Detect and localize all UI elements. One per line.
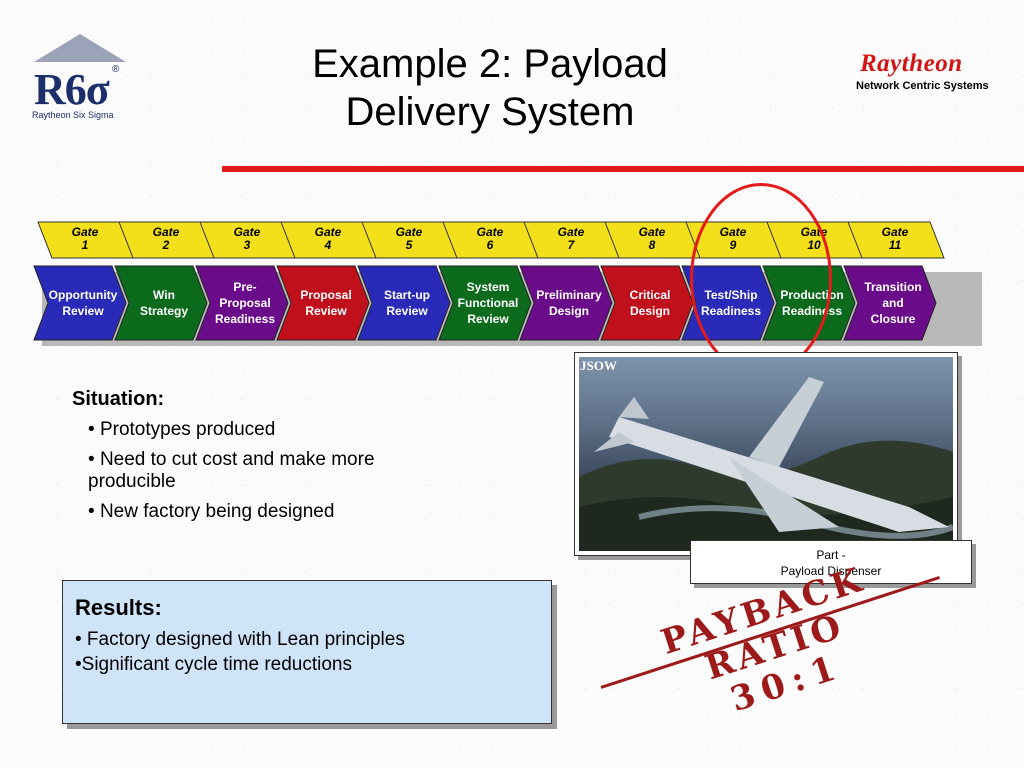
phase-label-line: Win bbox=[153, 288, 175, 302]
gate-number: 6 bbox=[486, 238, 494, 252]
caption-line-2: Payload Dispenser bbox=[780, 564, 882, 578]
phase-label-line: Preliminary bbox=[536, 288, 602, 302]
situation-item: • Prototypes produced bbox=[88, 419, 276, 440]
phase-label-line: Functional bbox=[457, 296, 519, 310]
phase-chevron bbox=[843, 265, 937, 341]
phase-label-line: Start-up bbox=[384, 288, 430, 302]
gate-number: 5 bbox=[405, 238, 413, 252]
gate-number: 1 bbox=[81, 238, 89, 252]
phase-label-line: Proposal bbox=[219, 296, 271, 310]
phase-label-line: Opportunity bbox=[48, 288, 118, 302]
gate-word: Gate bbox=[233, 225, 261, 239]
phase-label-line: Closure bbox=[870, 312, 916, 326]
photo-caption: Part - Payload Dispenser bbox=[690, 540, 972, 584]
phase-label-line: Readiness bbox=[214, 312, 276, 326]
phase-chevron bbox=[276, 265, 370, 341]
gate-number: 2 bbox=[162, 238, 170, 252]
gate-word: Gate bbox=[638, 225, 666, 239]
brand-name: Raytheon bbox=[860, 50, 963, 77]
missile-photo-frame bbox=[574, 352, 958, 556]
phase-chevron bbox=[114, 265, 208, 341]
gate-word: Gate bbox=[71, 225, 99, 239]
phase-label-line: Transition bbox=[864, 280, 922, 294]
results-item: • Factory designed with Lean principles bbox=[75, 629, 405, 650]
situation-heading: Situation: bbox=[72, 388, 165, 410]
gate-word: Gate bbox=[395, 225, 423, 239]
phase-chevron bbox=[357, 265, 451, 341]
phase-chevron bbox=[33, 265, 127, 341]
gate-word: Gate bbox=[314, 225, 342, 239]
phase-label-line: Review bbox=[305, 304, 347, 318]
gate-word: Gate bbox=[152, 225, 180, 239]
phase-label-line: Pre- bbox=[233, 280, 257, 294]
phase-label-line: Design bbox=[629, 304, 670, 318]
gate-number: 11 bbox=[888, 238, 902, 252]
slide-title: Example 2: Payload Delivery System bbox=[230, 40, 750, 136]
gate-number: 8 bbox=[648, 238, 656, 252]
phase-label-line: Review bbox=[386, 304, 428, 318]
gate-chevron bbox=[847, 221, 945, 259]
gate-word: Gate bbox=[881, 225, 909, 239]
situation-item: • New factory being designed bbox=[88, 501, 335, 522]
phase-label-line: System bbox=[466, 280, 510, 294]
gate-word: Gate bbox=[476, 225, 504, 239]
situation-section: Situation: • Prototypes produced • Need … bbox=[72, 388, 418, 523]
brand-division: Network Centric Systems bbox=[856, 80, 989, 92]
gate-process-diagram bbox=[33, 221, 982, 346]
gate-word: Gate bbox=[557, 225, 585, 239]
gate-9-highlight-circle bbox=[690, 183, 832, 375]
logo-mark: R6σ bbox=[34, 65, 110, 114]
logo-registered: ® bbox=[112, 64, 120, 75]
phase-label-line: Review bbox=[467, 312, 509, 326]
situation-item: • Need to cut cost and make more produci… bbox=[88, 449, 375, 492]
caption-line-1: Part - bbox=[816, 548, 846, 562]
missile-illustration bbox=[579, 377, 953, 551]
phase-label-line: Proposal bbox=[300, 288, 352, 302]
results-item: •Significant cycle time reductions bbox=[75, 654, 352, 675]
phase-label-line: Review bbox=[62, 304, 104, 318]
header-rule bbox=[222, 166, 1024, 172]
phase-label-line: and bbox=[882, 296, 904, 310]
phase-label-line: Strategy bbox=[139, 304, 189, 318]
gate-number: 4 bbox=[324, 238, 332, 252]
title-line-1: Example 2: Payload bbox=[312, 42, 668, 86]
gate-number: 3 bbox=[243, 238, 251, 252]
logo-roof-shape bbox=[34, 34, 126, 62]
phase-chevron bbox=[438, 265, 532, 341]
photo-label: JSOW bbox=[580, 358, 617, 373]
raytheon-six-sigma-logo: R6σ ® Raytheon Six Sigma bbox=[28, 34, 128, 124]
phase-label-line: Design bbox=[548, 304, 589, 318]
phase-chevron bbox=[519, 265, 613, 341]
phase-chevron bbox=[195, 265, 289, 341]
logo-subtitle: Raytheon Six Sigma bbox=[32, 110, 114, 120]
gate-number: 7 bbox=[567, 238, 575, 252]
phase-chevron bbox=[600, 265, 694, 341]
title-line-2: Delivery System bbox=[345, 90, 635, 134]
missile-photo bbox=[579, 357, 953, 551]
phase-label-line: Critical bbox=[629, 288, 671, 302]
results-box: Results: • Factory designed with Lean pr… bbox=[62, 580, 552, 724]
results-heading: Results: bbox=[75, 595, 162, 620]
